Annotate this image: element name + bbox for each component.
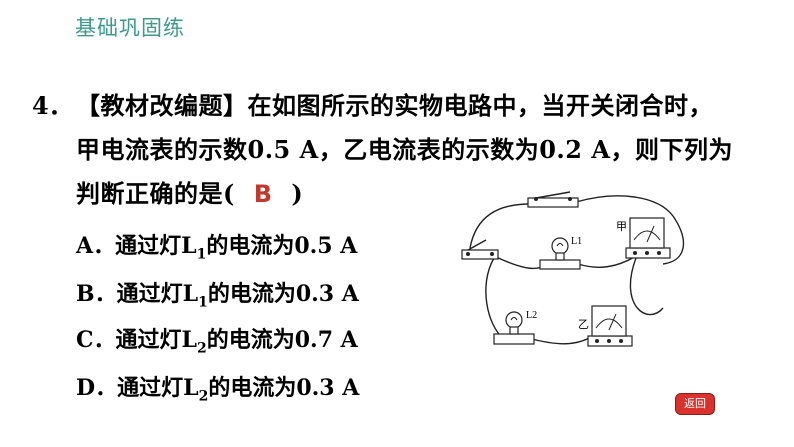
option-b: B．通过灯L1的电流为0.3 A [76,276,359,310]
question-line-3: 判断正确的是( B ) [76,174,303,209]
circuit-diagram: L1 甲 L2 乙 [461,191,685,347]
option-c: C．通过灯L2的电流为0.7 A [76,322,358,356]
question-line-1: 【教材改编题】在如图所示的实物电路中，当开关闭合时， [76,91,713,120]
ammeter-jia-label: 甲 [616,221,627,233]
ammeter-jia: 甲 [616,217,671,259]
option-subscript: 1 [198,294,208,311]
option-text-post: 的电流为0.5 A [206,233,358,259]
circuit-wires [469,195,685,345]
option-text-pre: 通过灯L [117,375,199,401]
switch [527,191,579,208]
option-letter: D． [76,375,118,401]
section-title: 基础巩固练 [75,16,185,40]
ammeter-yi-label: 乙 [578,318,589,331]
option-d: D．通过灯L2的电流为0.3 A [76,370,359,404]
question-line-2: 甲电流表的示数0.5 A，乙电流表的示数为0.2 A，则下列为 [76,135,733,164]
question-number: 4． [32,91,73,120]
option-letter: A． [76,233,116,259]
option-letter: B． [76,281,117,307]
answer-text: B [253,180,273,208]
ammeter-yi: 乙 [578,305,633,347]
option-text-post: 的电流为0.7 A [206,327,358,353]
battery-holder [461,239,499,260]
lamp-l2: L2 [493,310,537,345]
lamp-l1: L1 [539,236,582,270]
question-line-3-pre: 判断正确的是( [76,179,235,208]
lamp-l2-label: L2 [526,310,537,321]
option-letter: C． [76,327,116,353]
option-a: A．通过灯L1的电流为0.5 A [76,228,357,262]
back-button[interactable]: 返回 [675,393,715,415]
option-text-pre: 通过灯L [116,281,199,307]
question-line-3-post: ) [291,179,304,208]
option-subscript: 1 [196,246,207,263]
option-text-post: 的电流为0.3 A [207,281,359,307]
option-text-post: 的电流为0.3 A [208,375,360,401]
option-subscript: 2 [197,340,207,357]
option-text-pre: 通过灯L [115,327,197,353]
option-text-pre: 通过灯L [115,233,197,259]
option-subscript: 2 [198,388,209,405]
lamp-l1-label: L1 [571,236,582,247]
